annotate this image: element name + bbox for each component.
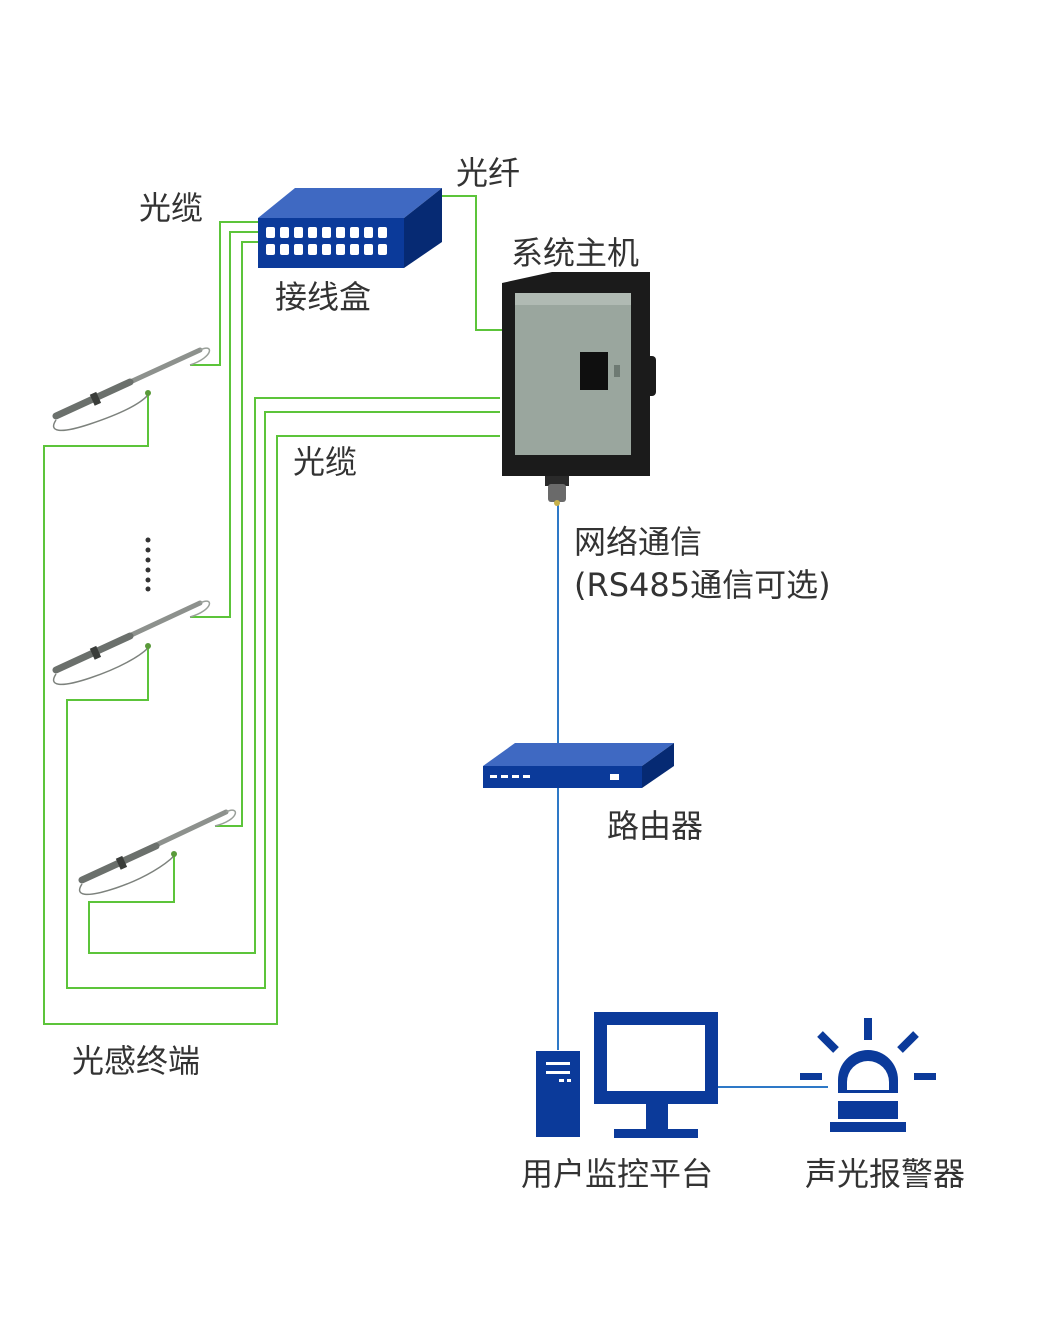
cable-box-to-probe1 <box>190 221 258 366</box>
cable-box-to-probe2 <box>190 231 258 618</box>
alarm-light-icon <box>800 1018 936 1132</box>
label-sensor-terminal: 光感终端 <box>72 1042 201 1080</box>
junction-box-icon <box>258 188 442 268</box>
fiber-junction-to-host <box>442 195 502 331</box>
fiber-sensor-probe-icon <box>78 809 237 896</box>
label-fiber-cable-mid: 光缆 <box>293 443 358 481</box>
label-network-comm: 网络通信 <box>574 523 703 561</box>
network-lines <box>557 500 828 1088</box>
cable-host-to-probe1 <box>43 395 500 1025</box>
label-optical-fiber: 光纤 <box>456 154 521 192</box>
system-host-icon <box>502 272 656 506</box>
monitor-icon <box>594 1012 718 1138</box>
fiber-sensor-probe-icon <box>52 600 211 686</box>
label-monitor-platform: 用户监控平台 <box>521 1155 714 1193</box>
ellipsis-dots <box>145 537 151 592</box>
cable-host-to-probe2 <box>66 411 500 989</box>
cable-box-to-probe3 <box>215 241 258 827</box>
label-fiber-cable-top: 光缆 <box>139 189 204 227</box>
server-tower-icon <box>536 1051 580 1137</box>
label-alarm: 声光报警器 <box>805 1155 966 1193</box>
fiber-cable-lines <box>43 195 502 1025</box>
label-system-host: 系统主机 <box>511 234 640 272</box>
label-junction-box: 接线盒 <box>275 278 372 316</box>
cable-host-to-probe3 <box>88 397 500 954</box>
router-icon <box>483 743 674 788</box>
label-router: 路由器 <box>607 807 704 845</box>
fiber-sensor-probe-icon <box>52 347 211 432</box>
label-rs485-option: (RS485通信可选) <box>574 566 831 604</box>
